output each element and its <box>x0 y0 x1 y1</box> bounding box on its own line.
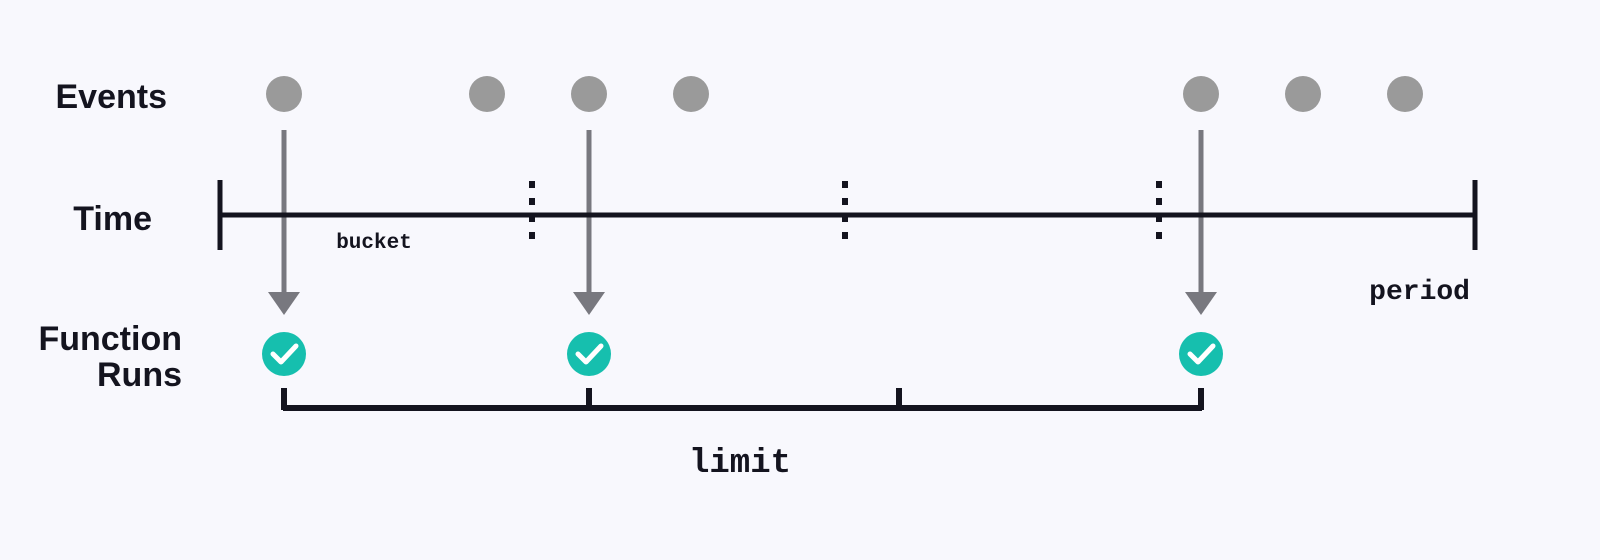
row-label-events: Events <box>56 78 168 116</box>
event-dots <box>266 76 1423 112</box>
check-icon <box>1187 343 1216 365</box>
function-run-markers <box>262 332 1223 376</box>
check-icon <box>575 343 604 365</box>
function-run-success <box>567 332 611 376</box>
check-icon <box>270 343 299 365</box>
event-dot <box>469 76 505 112</box>
event-dot <box>1183 76 1219 112</box>
function-run-success <box>1179 332 1223 376</box>
function-run-success <box>262 332 306 376</box>
trigger-arrow <box>573 130 605 315</box>
period-label: period <box>1369 277 1470 308</box>
event-dot <box>673 76 709 112</box>
bucket-label: bucket <box>336 232 412 255</box>
trigger-arrow <box>268 130 300 315</box>
event-dot <box>266 76 302 112</box>
event-dot <box>1285 76 1321 112</box>
row-label-function-runs-line1: Function <box>38 320 182 358</box>
event-dot <box>571 76 607 112</box>
time-axis <box>217 180 1478 250</box>
trigger-arrow <box>1185 130 1217 315</box>
row-label-function-runs-line2: Runs <box>97 356 182 394</box>
row-label-time: Time <box>73 200 152 238</box>
trigger-arrows <box>268 130 1217 315</box>
limit-label: limit <box>689 445 791 483</box>
limit-bracket <box>281 388 1204 411</box>
event-dot <box>1387 76 1423 112</box>
